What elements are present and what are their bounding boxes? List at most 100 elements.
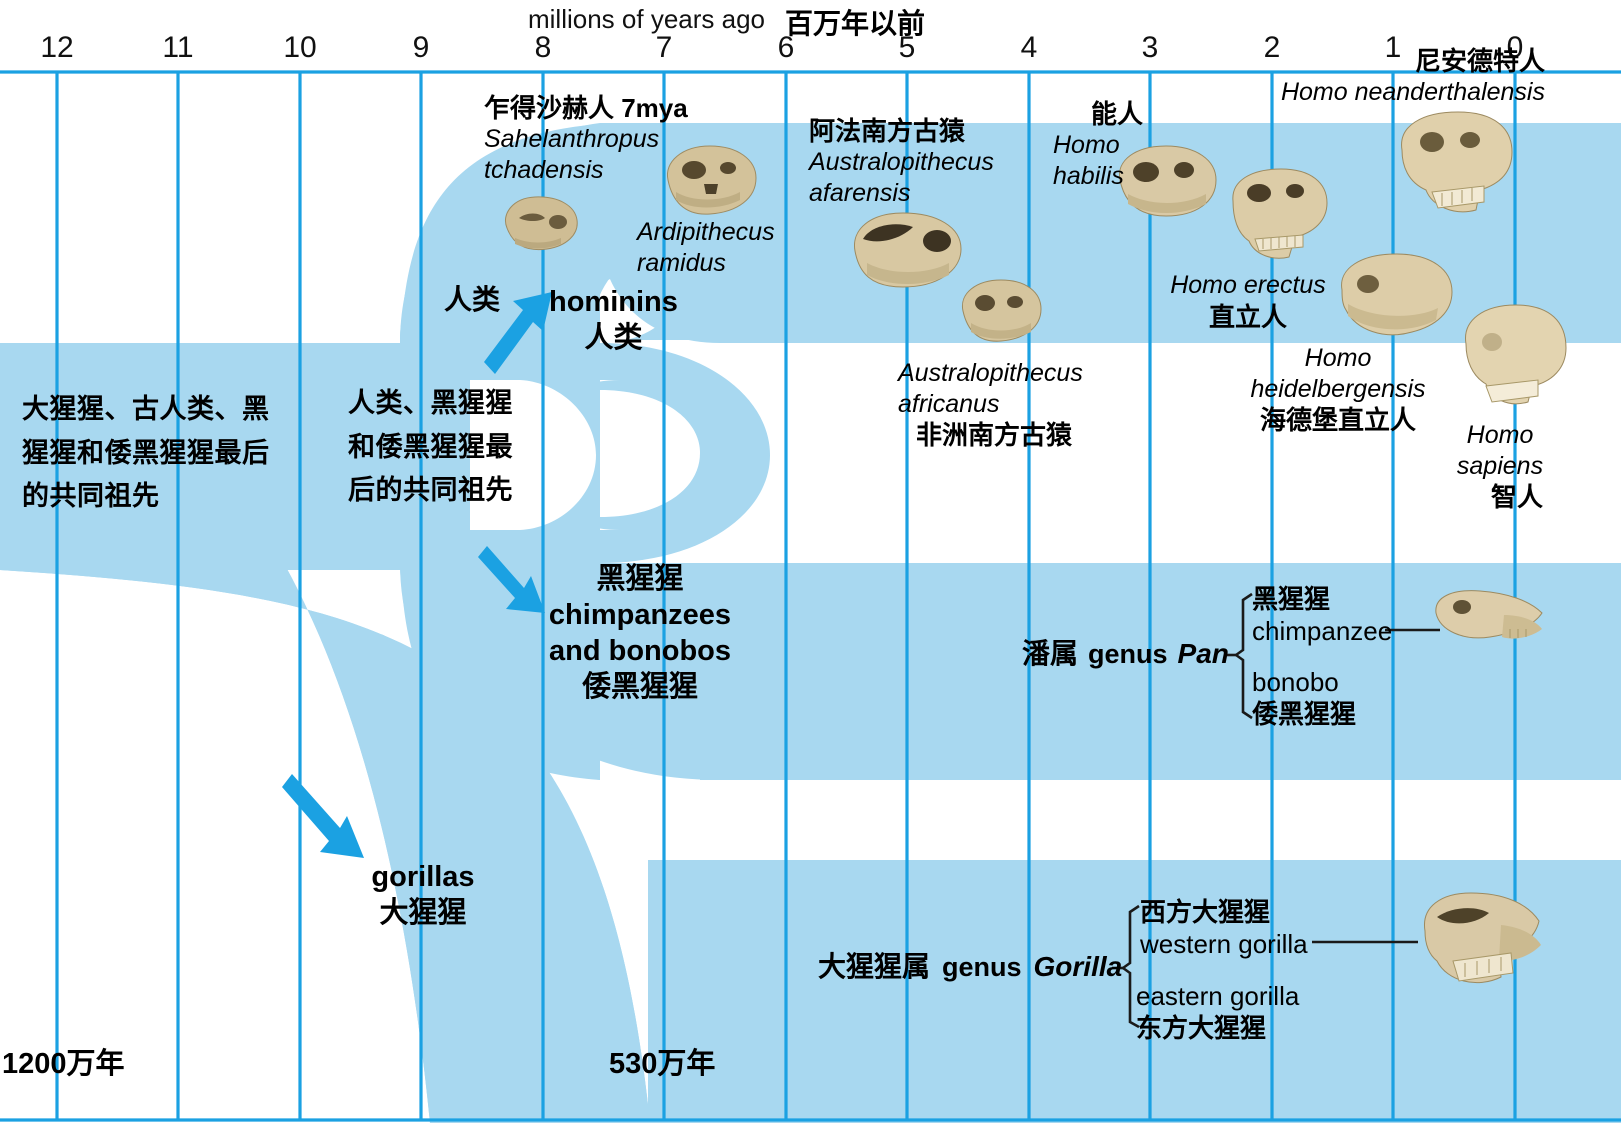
axis-tick-9: 9 xyxy=(412,31,430,64)
western-gorilla-en: western gorilla xyxy=(1140,929,1308,960)
pan-child-bonobo: bonobo 倭黑猩猩 xyxy=(1252,666,1356,730)
skull-homo-erectus xyxy=(1232,168,1328,259)
ancestor-node-all: 大猩猩、古人类、黑 猩猩和倭黑猩猩最后 的共同祖先 xyxy=(22,388,302,519)
gorillas-en: gorillas xyxy=(371,861,475,893)
homo-habilis-latin-1: Homo xyxy=(1053,131,1120,160)
branch-label-gorillas: gorillas 大猩猩 xyxy=(358,860,488,932)
skull-ardipithecus xyxy=(666,145,757,215)
axis-tick-11: 11 xyxy=(162,31,194,64)
axis-tick-2: 2 xyxy=(1263,31,1281,64)
homo-habilis-zh: 能人 xyxy=(1091,99,1144,129)
chimps-en-2: and bonobos xyxy=(548,634,732,667)
species-homo-erectus: Homo erectus 直立人 xyxy=(1158,270,1338,333)
skull-australopithecus-africanus xyxy=(961,279,1042,342)
pan-child-chimpanzee: 黑猩猩 chimpanzee xyxy=(1252,583,1392,647)
hominins-en: hominins xyxy=(549,286,678,318)
ardipithecus-latin-1: Ardipithecus xyxy=(637,218,775,246)
ardipithecus-latin-2: ramidus xyxy=(637,248,726,277)
axis-tick-4: 4 xyxy=(1020,31,1038,64)
chimps-zh-bottom: 倭黑猩猩 xyxy=(581,670,698,703)
au-afarensis-zh: 阿法南方古猿 xyxy=(809,116,966,146)
skull-homo-habilis xyxy=(1119,145,1217,217)
skull-sahelanthropus xyxy=(505,196,578,251)
branch-label-chimpanzees: 黑猩猩 chimpanzees and bonobos 倭黑猩猩 xyxy=(545,562,735,706)
eastern-gorilla-zh: 东方大猩猩 xyxy=(1136,1013,1267,1044)
neanderthal-latin: Homo neanderthalensis xyxy=(1280,78,1545,107)
genus-gorilla-en: genus xyxy=(942,952,1022,982)
divergence-arrows xyxy=(282,292,552,858)
ancestor-all-line-2: 猩猩和倭黑猩猩最后 xyxy=(22,437,270,468)
genus-gorilla-latin: Gorilla xyxy=(1033,951,1123,982)
skull-homo-neanderthalensis xyxy=(1401,111,1513,213)
homo-erectus-latin: Homo erectus xyxy=(1170,271,1326,299)
homo-heidel-latin-1: Homo xyxy=(1304,344,1372,372)
skull-homo-sapiens xyxy=(1465,304,1567,405)
homo-sapiens-latin-1: Homo xyxy=(1466,421,1534,449)
sahelanthropus-latin-1: Sahelanthropus xyxy=(484,125,660,154)
species-sahelanthropus: 乍得沙赫人 7mya Sahelanthropus tchadensis xyxy=(484,92,688,185)
chimps-zh-top: 黑猩猩 xyxy=(596,563,684,595)
axis-tick-3: 3 xyxy=(1141,31,1159,64)
axis-tick-5: 5 xyxy=(898,31,916,64)
au-africanus-latin-1: Australopithecus xyxy=(898,359,1083,387)
species-au-afarensis: 阿法南方古猿 Australopithecus afarensis xyxy=(809,115,994,208)
skull-chimpanzee xyxy=(1435,590,1543,639)
western-gorilla-zh: 西方大猩猩 xyxy=(1140,897,1271,927)
genus-gorilla-zh: 大猩猩属 xyxy=(818,951,931,982)
axis-tick-0: 0 xyxy=(1506,31,1524,64)
species-au-africanus: Australopithecus africanus 非洲南方古猿 xyxy=(898,358,1083,451)
sahelanthropus-latin-2: tchadensis xyxy=(484,155,604,184)
bonobo-en: bonobo xyxy=(1252,667,1339,697)
homo-habilis-latin-2: habilis xyxy=(1053,161,1124,190)
label-12-million-years: 1200万年 xyxy=(2,1048,125,1080)
axis-tick-7: 7 xyxy=(655,31,673,64)
ancestor-hp-line-3: 后的共同祖先 xyxy=(348,475,513,506)
species-homo-habilis: 能人 Homo habilis xyxy=(1053,98,1143,191)
ancestor-hp-line-2: 和倭黑猩猩最 xyxy=(348,431,513,462)
homo-sapiens-latin-2: sapiens xyxy=(1456,451,1544,480)
au-africanus-zh: 非洲南方古猿 xyxy=(916,420,1073,450)
hominins-zh: 人类 xyxy=(584,321,643,354)
homo-heidel-latin-2: heidelbergensis xyxy=(1250,374,1426,403)
gorilla-child-western: 西方大猩猩 western gorilla xyxy=(1140,896,1308,960)
skull-australopithecus-afarensis xyxy=(854,212,962,288)
sahelanthropus-zh: 乍得沙赫人 7mya xyxy=(484,93,688,123)
genus-pan-zh: 潘属 xyxy=(1022,638,1079,669)
gorilla-child-eastern: eastern gorilla 东方大猩猩 xyxy=(1136,980,1299,1044)
ancestor-all-line-3: 的共同祖先 xyxy=(22,481,160,512)
pan-bracket xyxy=(1225,592,1440,720)
genus-pan-en: genus xyxy=(1088,639,1168,669)
axis-tick-12: 12 xyxy=(40,31,74,64)
axis-tick-1: 1 xyxy=(1384,31,1402,64)
species-ardipithecus: Ardipithecus ramidus xyxy=(637,217,775,278)
skull-gorilla xyxy=(1424,892,1541,984)
ancestor-all-line-1: 大猩猩、古人类、黑 xyxy=(22,394,270,424)
ancestor-hp-line-1: 人类、黑猩猩 xyxy=(348,388,513,418)
au-africanus-latin-2: africanus xyxy=(898,389,1000,418)
axis-title-zh: 百万年以前 xyxy=(785,8,926,39)
homo-erectus-zh: 直立人 xyxy=(1208,301,1287,332)
skull-homo-heidelbergensis xyxy=(1341,253,1453,336)
au-afarensis-latin-2: afarensis xyxy=(809,178,911,207)
chimpanzee-zh: 黑猩猩 xyxy=(1252,584,1331,614)
genus-gorilla-label: 大猩猩属 genus Gorilla xyxy=(818,950,1122,985)
au-afarensis-latin-1: Australopithecus xyxy=(809,148,994,177)
genus-pan-label: 潘属 genus Pan xyxy=(1022,637,1229,672)
homo-heidel-zh: 海德堡直立人 xyxy=(1259,405,1416,435)
species-homo-sapiens: Homo sapiens 智人 xyxy=(1425,420,1575,513)
gorilla-bracket xyxy=(1112,904,1418,1029)
axis-title-en: millions of years ago xyxy=(528,4,765,34)
ancestor-node-hominin-pan: 人类、黑猩猩 和倭黑猩猩最 后的共同祖先 xyxy=(348,382,548,513)
axis-tick-6: 6 xyxy=(777,31,795,64)
axis-tick-10: 10 xyxy=(283,31,317,64)
label-5-3-million-years: 530万年 xyxy=(609,1048,716,1080)
axis-tick-8: 8 xyxy=(534,31,552,64)
homo-sapiens-zh: 智人 xyxy=(1490,482,1543,512)
bonobo-zh: 倭黑猩猩 xyxy=(1252,699,1357,730)
genus-pan-latin: Pan xyxy=(1177,638,1229,669)
gorillas-zh: 大猩猩 xyxy=(379,896,467,929)
eastern-gorilla-en: eastern gorilla xyxy=(1136,981,1300,1011)
neanderthal-zh: 尼安德特人 xyxy=(1414,46,1545,76)
